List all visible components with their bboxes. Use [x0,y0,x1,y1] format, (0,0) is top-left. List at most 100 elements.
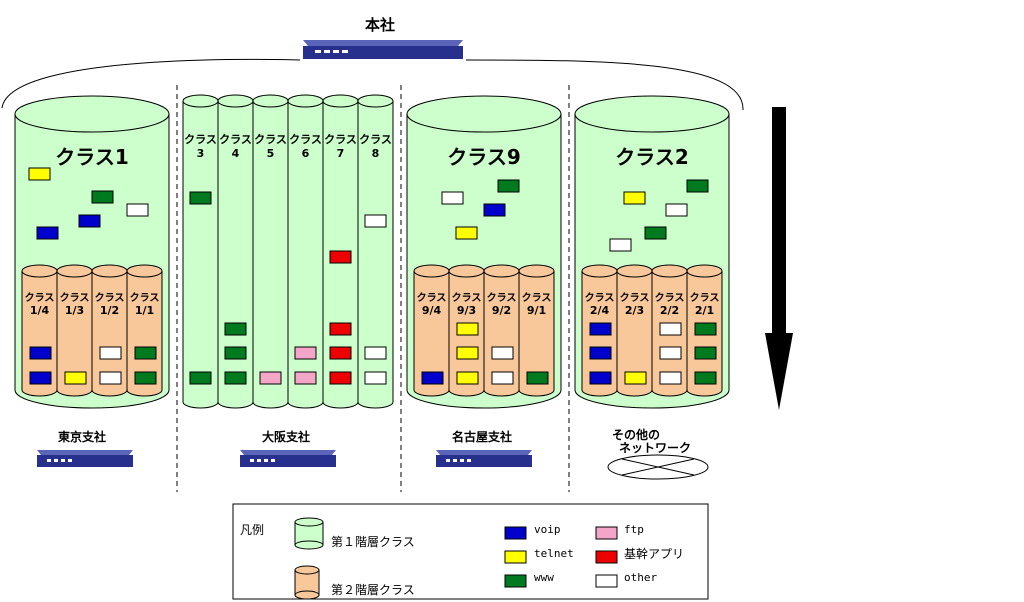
legend-ftp-label: ftp [624,523,644,536]
sub-class-number: 2/3 [625,304,644,317]
telnet-traffic-marker [64,371,87,385]
osaka-column-prefix: クラス [289,133,322,146]
sub-class-prefix: クラス [60,292,90,304]
legend-voip-label: voip [534,523,561,536]
other-network-label-line1: その他の [612,428,661,442]
nagoya-class-title: クラス9 [447,145,521,169]
telnet-traffic-marker [28,167,51,181]
tokyo-router-icon [37,450,133,467]
tokyo-branch-label: 東京支社 [58,430,107,444]
www-traffic-marker [497,179,520,193]
sub-class-number: 2/4 [590,304,610,317]
telnet-traffic-marker [623,191,646,205]
other-traffic-marker [609,238,632,252]
legend-level2-icon [294,565,320,600]
core-traffic-marker [329,371,352,385]
sub-class-prefix: クラス [690,292,720,304]
other-network-cloud-icon [607,454,709,480]
sub-class-prefix: クラス [417,292,447,304]
telnet-traffic-marker [455,226,478,240]
sub-class-prefix: クラス [95,292,125,304]
legend-title: 凡例 [240,523,265,537]
ftp-traffic-marker [294,346,317,360]
legend-telnet-label: telnet [534,547,574,560]
sub-class-number: 2/1 [695,304,714,317]
sub-class-cylinder [616,264,653,397]
osaka-column-prefix: クラス [219,133,252,146]
sub-class-number: 9/2 [492,304,511,317]
other-traffic-marker [99,371,122,385]
legend-level1-icon [294,517,324,550]
legend-level1-label: 第１階層クラス [331,535,415,549]
other-traffic-marker [364,371,387,385]
www-traffic-marker [644,226,667,240]
voip-traffic-marker [589,346,612,360]
priority-arrow-icon [765,107,793,410]
other-network-label-line2: ネットワーク [619,441,692,455]
ftp-traffic-marker [259,371,282,385]
legend-other-swatch [595,574,618,588]
www-traffic-marker [694,371,717,385]
core-traffic-marker [329,250,352,264]
www-traffic-marker [686,179,709,193]
telnet-traffic-marker [624,371,647,385]
www-traffic-marker [526,371,549,385]
sub-class-number: 1/1 [135,304,154,317]
telnet-traffic-marker [456,371,479,385]
www-traffic-marker [224,371,247,385]
osaka-class-column [217,94,254,409]
www-traffic-marker [224,346,247,360]
www-traffic-marker [224,322,247,336]
sub-class-number: 1/3 [65,304,84,317]
hq-link-right [465,59,744,111]
voip-traffic-marker [29,346,52,360]
core-traffic-marker [329,346,352,360]
osaka-column-number: 8 [372,147,380,160]
legend-other-label: other [624,571,658,584]
hq-router-icon [303,40,463,59]
legend-www-swatch [504,574,527,588]
osaka-column-number: 6 [302,147,310,160]
sub-class-prefix: クラス [487,292,517,304]
legend-core-label: 基幹アプリ [624,547,685,561]
sub-class-prefix: クラス [522,292,552,304]
sub-class-cylinder [126,264,163,397]
tokyo-class-title: クラス1 [55,145,129,169]
sub-class-prefix: クラス [585,292,615,304]
www-traffic-marker [694,346,717,360]
legend-voip-swatch [504,526,527,540]
sub-class-number: 1/2 [100,304,119,317]
other-traffic-marker [491,371,514,385]
osaka-class-column [252,94,289,409]
legend-core-swatch [595,550,618,564]
www-traffic-marker [91,190,114,204]
other-traffic-marker [364,214,387,228]
sub-class-prefix: クラス [25,292,55,304]
other-traffic-marker [99,346,122,360]
sub-class-number: 9/4 [422,304,442,317]
other-traffic-marker [126,203,149,217]
osaka-column-number: 4 [232,147,240,160]
nagoya-router-icon [436,450,532,467]
sub-class-cylinder [91,264,128,397]
osaka-column-number: 7 [337,147,345,160]
osaka-branch-label: 大阪支社 [262,430,311,444]
sub-class-cylinder [518,264,555,397]
sub-class-cylinder [483,264,520,397]
voip-traffic-marker [483,203,506,217]
core-traffic-marker [329,322,352,336]
other-traffic-marker [659,322,682,336]
voip-traffic-marker [589,322,612,336]
sub-class-cylinder [56,264,93,397]
legend-www-label: www [534,571,554,584]
legend-ftp-swatch [595,526,618,540]
telnet-traffic-marker [456,346,479,360]
osaka-column-prefix: クラス [359,133,392,146]
voip-traffic-marker [421,371,444,385]
voip-traffic-marker [29,371,52,385]
osaka-column-prefix: クラス [184,133,217,146]
www-traffic-marker [134,346,157,360]
ftp-traffic-marker [294,371,317,385]
other-traffic-marker [491,346,514,360]
legend-telnet-swatch [504,550,527,564]
